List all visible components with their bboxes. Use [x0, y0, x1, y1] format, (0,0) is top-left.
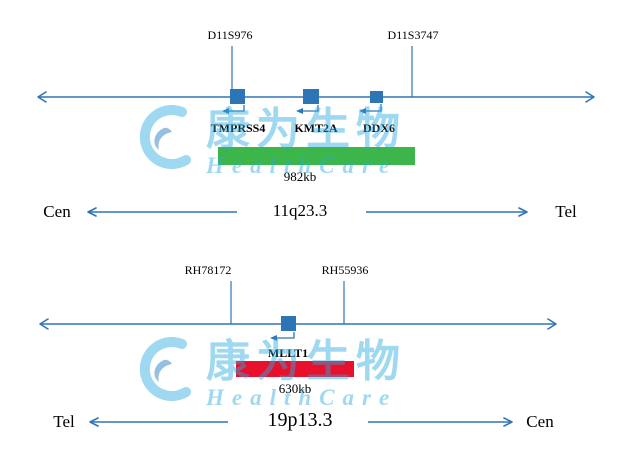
- gene-direction-arrow-mllt1: [277, 332, 295, 339]
- tel-label-11q: Tel: [555, 202, 577, 221]
- gene-box-ddx6: [370, 91, 383, 103]
- probe-size-label-11q: 982kb: [283, 169, 317, 184]
- axis-arrowhead-right-19p: [547, 318, 557, 330]
- probe-size-label-19p: 630kb: [278, 381, 312, 396]
- axis-arrowhead-right-11q: [585, 91, 595, 103]
- marker-label-d11s3747: D11S3747: [387, 28, 439, 42]
- marker-label-rh78172: RH78172: [184, 263, 232, 277]
- probe-bar-11q-green: [218, 147, 415, 165]
- gene-label-mllt1: MLLT1: [267, 346, 309, 360]
- marker-label-rh55936: RH55936: [321, 263, 369, 277]
- gene-direction-arrow-kmt2a: [303, 105, 319, 112]
- cen-arrowhead-19p: [503, 417, 513, 427]
- gene-direction-arrowhead-mllt1: [270, 335, 277, 341]
- gene-box-tmprss4: [230, 89, 245, 104]
- gene-box-mllt1: [281, 316, 296, 331]
- gene-direction-arrow-ddx6: [366, 104, 382, 112]
- gene-direction-arrowhead-kmt2a: [296, 108, 303, 114]
- cen-arrowhead-11q: [87, 207, 97, 217]
- gene-direction-arrow-tmprss4: [229, 105, 245, 112]
- cen-label-11q: Cen: [43, 202, 71, 221]
- gene-label-kmt2a: KMT2A: [294, 121, 338, 135]
- axis-arrowhead-left-19p: [39, 318, 49, 330]
- gene-box-kmt2a: [303, 89, 319, 104]
- gene-direction-arrowhead-ddx6: [359, 108, 366, 114]
- probe-bar-19p-red: [236, 361, 354, 377]
- axis-arrowhead-left-11q: [37, 91, 47, 103]
- gene-label-ddx6: DDX6: [363, 121, 395, 135]
- tel-arrowhead-19p: [89, 417, 99, 427]
- marker-label-d11s976: D11S976: [207, 28, 253, 42]
- region-label-19p13-3: 19p13.3: [267, 409, 333, 431]
- gene-direction-arrowhead-tmprss4: [222, 108, 229, 114]
- tel-arrowhead-11q: [518, 207, 528, 217]
- gene-label-tmprss4: TMPRSS4: [210, 121, 266, 135]
- tel-label-19p: Tel: [53, 412, 75, 431]
- region-label-11q23-3: 11q23.3: [272, 201, 328, 220]
- cen-label-19p: Cen: [526, 412, 554, 431]
